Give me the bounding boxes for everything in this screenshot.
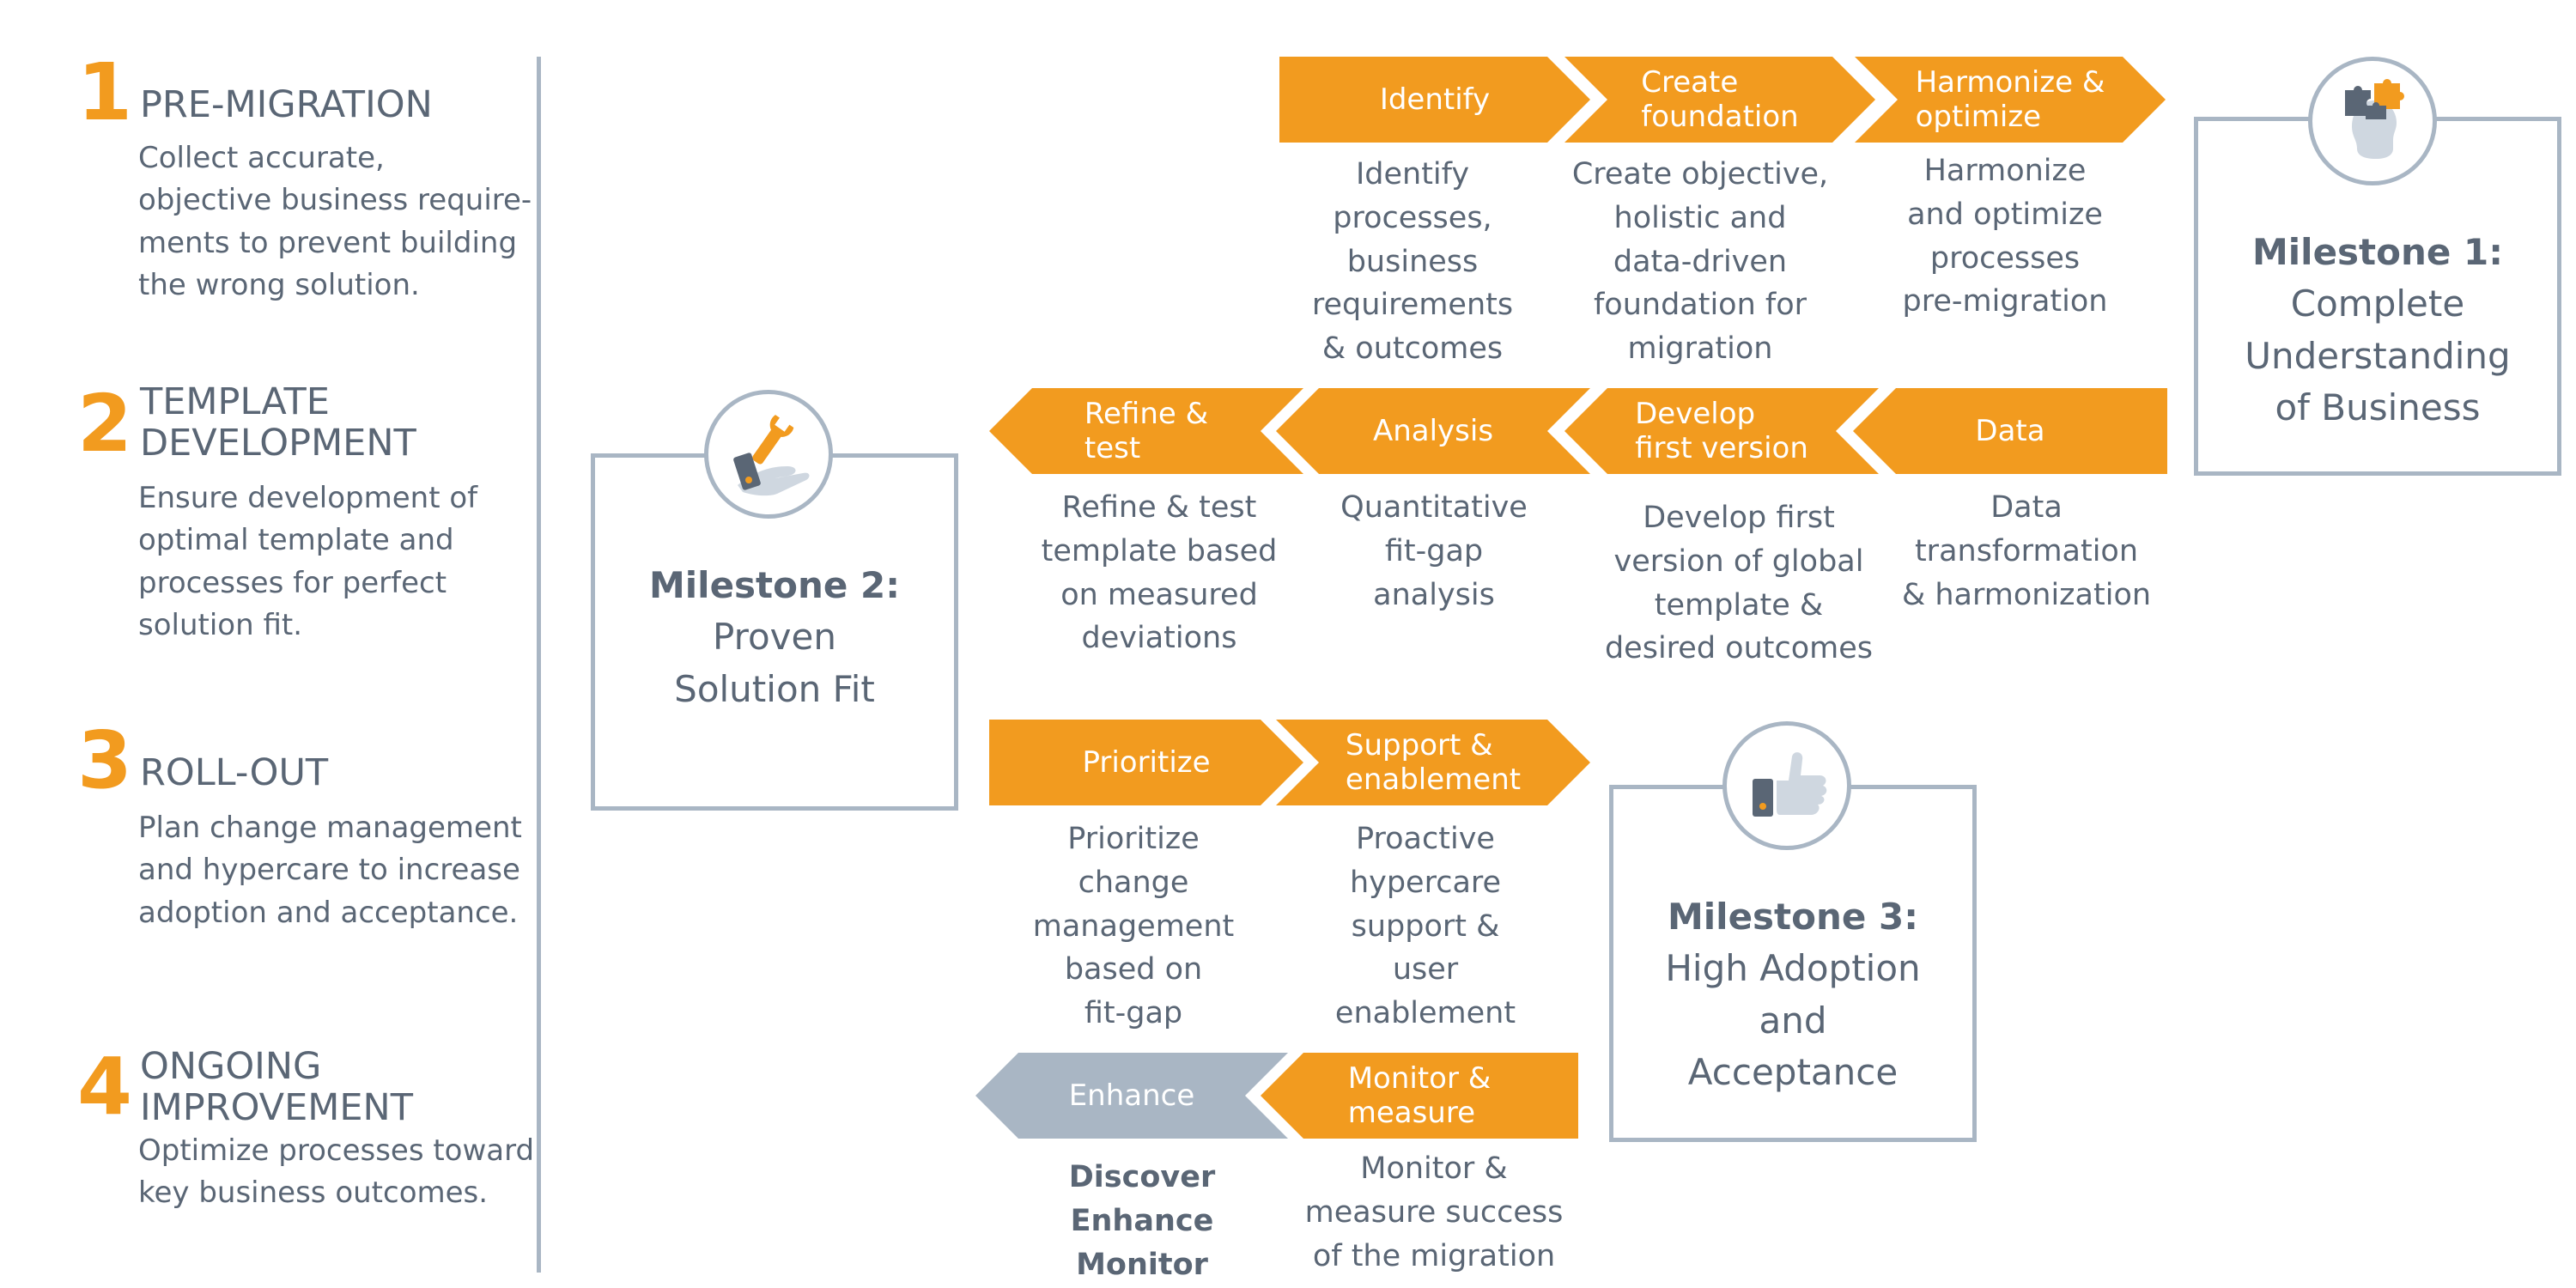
phase-description: Optimize processes toward key business o… bbox=[138, 1133, 535, 1211]
chevron-harmonize-optimize: Harmonize & optimize bbox=[1855, 57, 2166, 143]
phase-title: ONGOING IMPROVEMENT bbox=[140, 1045, 413, 1130]
phase-description: Collect accurate, objective business req… bbox=[138, 141, 532, 302]
milestone-1-circle bbox=[2308, 57, 2437, 185]
milestone-1-text: Milestone 1: Complete Understanding of B… bbox=[2198, 227, 2557, 434]
chevron-prioritize: Prioritize bbox=[989, 720, 1303, 805]
step-description-enhance: Discover Enhance Monitor bbox=[1068, 1160, 1216, 1282]
chevron-label: Prioritize bbox=[1082, 744, 1211, 780]
wrench-hand-icon bbox=[733, 415, 810, 496]
phase-number: 2 bbox=[77, 378, 132, 470]
step-description-create-foundation: Create objective, holistic and data-driv… bbox=[1571, 157, 1829, 366]
milestone-2-text: Milestone 2: Proven Solution Fit bbox=[595, 560, 954, 715]
step-description-refine: Refine & test template based on measured… bbox=[1041, 490, 1278, 656]
phase-title: TEMPLATE DEVELOPMENT bbox=[140, 380, 416, 465]
milestone-title: Milestone 2: bbox=[648, 564, 901, 606]
milestone-3-text: Milestone 3: High Adoption and Acceptanc… bbox=[1613, 891, 1972, 1099]
phase-description: Ensure development of optimal template a… bbox=[138, 481, 478, 642]
chevron-label: Identify bbox=[1379, 82, 1491, 117]
vertical-divider bbox=[537, 57, 541, 1273]
chevron-support-enablement: Support & enablement bbox=[1276, 720, 1590, 805]
step-description-data: Data transformation & harmonization bbox=[1901, 490, 2152, 612]
step-description-analysis: Quantitative fit-gap analysis bbox=[1340, 490, 1528, 612]
head-puzzle-icon bbox=[2345, 79, 2405, 159]
milestone-description: Complete Understanding of Business bbox=[2245, 283, 2511, 429]
step-description-support: Proactive hypercare support & user enabl… bbox=[1334, 822, 1516, 1030]
phase-number: 1 bbox=[77, 46, 132, 138]
phase-number: 3 bbox=[77, 714, 132, 806]
chevron-label: Enhance bbox=[1068, 1078, 1195, 1113]
chevron-enhance: Enhance bbox=[975, 1053, 1288, 1139]
chevron-monitor-measure: Monitor & measure bbox=[1261, 1053, 1578, 1139]
chevron-label: Data bbox=[1975, 413, 2045, 448]
chevron-label: Support & enablement bbox=[1345, 727, 1522, 797]
chevron-label: Refine & test bbox=[1084, 396, 1209, 465]
phase-number: 4 bbox=[77, 1041, 132, 1133]
step-description-develop: Develop first version of global template… bbox=[1604, 501, 1874, 666]
chevron-label: Create foundation bbox=[1641, 64, 1799, 134]
step-description-monitor: Monitor & measure success of the migrati… bbox=[1304, 1151, 1564, 1273]
phase-title: PRE-MIGRATION bbox=[140, 83, 433, 126]
milestone-title: Milestone 1: bbox=[2251, 231, 2504, 273]
milestone-2-circle bbox=[704, 390, 833, 519]
phase-title: ROLL-OUT bbox=[140, 751, 329, 794]
chevron-label: Harmonize & optimize bbox=[1915, 64, 2105, 134]
step-description-harmonize: Harmonize and optimize processes pre-mig… bbox=[1902, 154, 2108, 319]
thumbs-up-icon bbox=[1753, 752, 1827, 817]
milestone-3-circle bbox=[1722, 721, 1851, 850]
chevron-identify: Identify bbox=[1279, 57, 1590, 143]
chevron-develop-first-version: Develop first version bbox=[1564, 388, 1879, 474]
chevron-label: Analysis bbox=[1372, 413, 1494, 448]
chevron-refine-test: Refine & test bbox=[989, 388, 1303, 474]
chevron-label: Develop first version bbox=[1635, 396, 1808, 465]
milestone-description: Proven Solution Fit bbox=[674, 616, 875, 710]
chevron-analysis: Analysis bbox=[1276, 388, 1590, 474]
chevron-data: Data bbox=[1853, 388, 2167, 474]
step-description-prioritize: Prioritize change management based on fi… bbox=[1032, 822, 1235, 1030]
milestone-title: Milestone 3: bbox=[1667, 896, 1919, 938]
step-description-identify: Identify processes, business requirement… bbox=[1311, 157, 1514, 366]
milestone-description: High Adoption and Acceptance bbox=[1665, 947, 1921, 1094]
phase-description: Plan change management and hypercare to … bbox=[138, 811, 522, 930]
chevron-create-foundation: Create foundation bbox=[1564, 57, 1875, 143]
chevron-label: Monitor & measure bbox=[1347, 1060, 1492, 1130]
